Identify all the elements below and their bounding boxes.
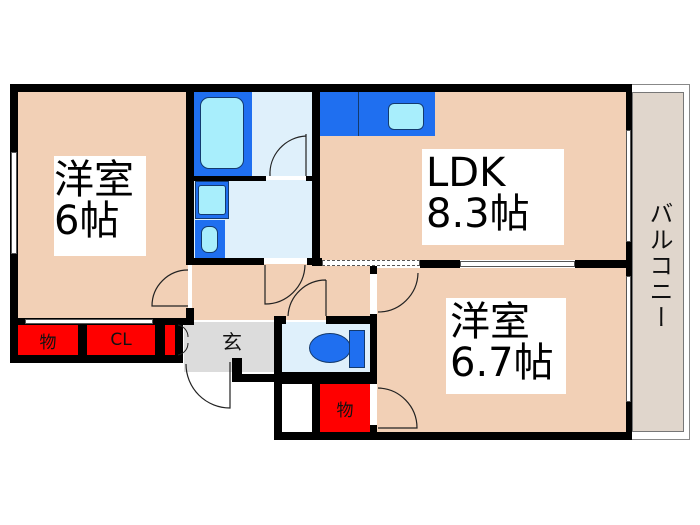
wall: [232, 358, 242, 380]
wall: [420, 260, 460, 268]
bathtub-icon: [200, 97, 244, 169]
wall: [186, 84, 194, 264]
ldk-name: LDK: [426, 150, 506, 196]
window-room1: [11, 152, 17, 254]
sliding-door-ldk-hall[interactable]: [322, 260, 420, 266]
western-room-1-label: 洋室 6帖: [54, 156, 146, 256]
hallway-floor: [192, 264, 370, 320]
wall: [575, 260, 630, 268]
balcony: バルコニー: [632, 92, 684, 432]
closet: CL: [87, 325, 155, 355]
door-toilet[interactable]: [286, 278, 330, 318]
wall: [370, 314, 377, 384]
sliding-door-ldk-room2[interactable]: [460, 261, 575, 267]
wall: [10, 84, 630, 92]
entrance-floor: [184, 322, 274, 372]
wall: [326, 316, 372, 324]
storage-2-label: 物: [336, 400, 354, 421]
western-room-1-size: 6帖: [54, 197, 120, 244]
door-shoe-cabinet[interactable]: [176, 324, 192, 356]
wall: [274, 432, 630, 440]
storage-1: 物: [18, 325, 78, 355]
storage-space-white: [282, 384, 312, 432]
wall: [232, 374, 278, 382]
wall: [626, 84, 632, 440]
wall: [306, 176, 312, 181]
washing-machine-icon: [201, 226, 218, 253]
wall: [312, 84, 320, 265]
window-ldk-balcony: [626, 130, 631, 242]
window-room1-closet: [25, 319, 153, 324]
storage-1-label: 物: [39, 332, 57, 353]
western-room-2-size: 6.7帖: [450, 339, 554, 386]
wall: [10, 355, 182, 363]
washbasin-icon: [198, 185, 226, 215]
toilet-tank-icon: [349, 330, 365, 368]
wall: [175, 318, 183, 363]
door-front-entrance[interactable]: [184, 362, 232, 410]
wall: [312, 384, 320, 436]
closet-label: CL: [110, 330, 132, 350]
door-room2[interactable]: [377, 272, 421, 316]
kitchen-counter-divider: [358, 92, 359, 136]
toilet-bowl-icon: [309, 333, 351, 363]
wall: [370, 264, 377, 274]
window-room2-balcony: [626, 276, 631, 402]
entrance-label: 玄: [222, 329, 242, 354]
wall: [186, 258, 264, 265]
storage-2: 物: [320, 384, 370, 432]
western-room-2-name: 洋室: [450, 299, 530, 345]
western-room-2-label: 洋室 6.7帖: [446, 298, 566, 394]
balcony-label: バルコニー: [645, 201, 673, 331]
ldk-size: 8.3帖: [426, 190, 530, 237]
wall: [78, 325, 87, 355]
wall: [186, 308, 194, 325]
kitchen-sink-icon: [388, 103, 424, 130]
door-bathroom[interactable]: [268, 134, 308, 178]
wall: [274, 372, 374, 384]
wall: [155, 325, 165, 355]
shoe-cabinet: [165, 325, 175, 355]
door-room1[interactable]: [150, 268, 190, 310]
door-storage-2[interactable]: [377, 386, 421, 432]
wall: [194, 176, 266, 181]
wall: [312, 258, 322, 266]
ldk-label: LDK 8.3帖: [422, 149, 564, 245]
door-washroom[interactable]: [264, 264, 308, 306]
western-room-1-name: 洋室: [54, 157, 134, 203]
